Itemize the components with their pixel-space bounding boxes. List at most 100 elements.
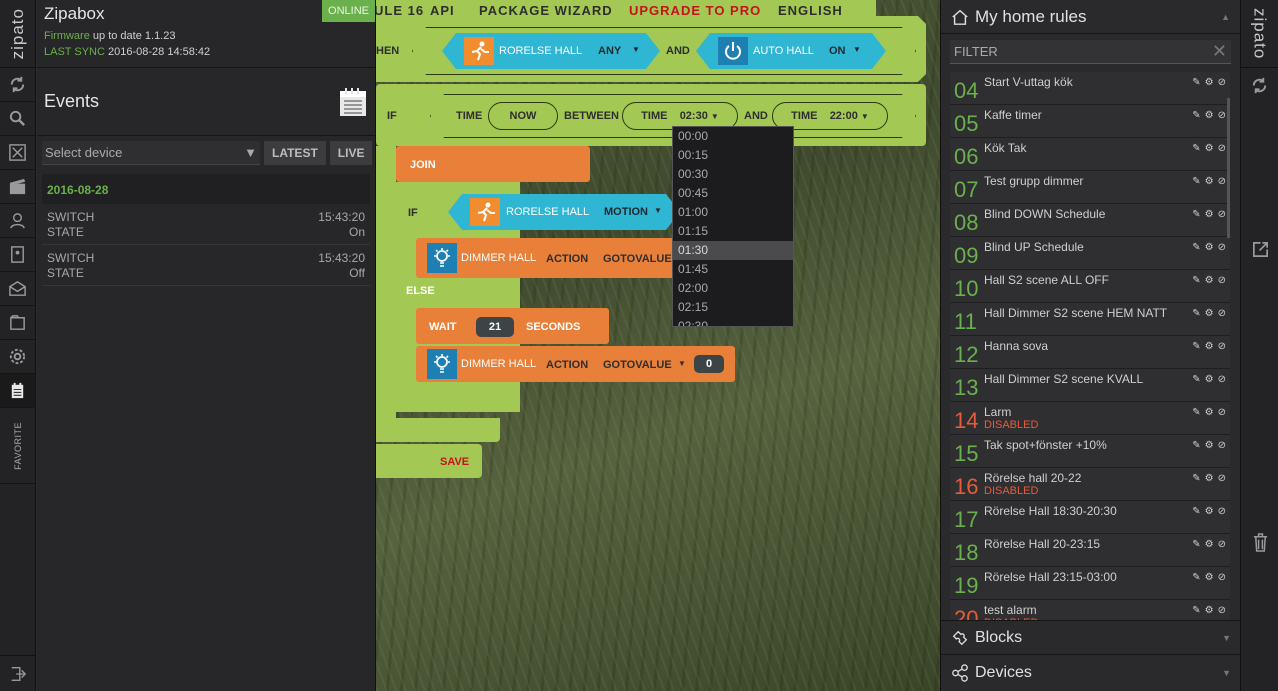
disable-icon[interactable]: ⊘	[1217, 242, 1226, 253]
time-option[interactable]: 00:30	[678, 167, 709, 181]
favorite-tab[interactable]: FAVORITE	[0, 408, 35, 484]
api-link[interactable]: API	[430, 3, 455, 18]
live-button[interactable]: LIVE	[329, 141, 373, 165]
gear-icon[interactable]: ⚙	[1204, 440, 1214, 451]
edit-icon[interactable]: ✎	[1192, 242, 1201, 253]
contacts-icon[interactable]	[0, 238, 35, 272]
logout-icon[interactable]	[0, 655, 36, 691]
gear-icon[interactable]: ⚙	[1204, 110, 1214, 121]
edit-icon[interactable]: ✎	[1192, 209, 1201, 220]
device-select[interactable]: Select device▼	[42, 141, 260, 165]
disable-icon[interactable]: ⊘	[1217, 440, 1226, 451]
disable-icon[interactable]: ⊘	[1217, 341, 1226, 352]
network-icon[interactable]	[0, 136, 35, 170]
disable-icon[interactable]: ⊘	[1217, 605, 1226, 616]
edit-icon[interactable]: ✎	[1192, 605, 1201, 616]
disable-icon[interactable]: ⊘	[1217, 143, 1226, 154]
edit-icon[interactable]: ✎	[1192, 77, 1201, 88]
save-block[interactable]	[376, 444, 482, 478]
gear-icon[interactable]: ⚙	[1204, 407, 1214, 418]
rule-workspace[interactable]: ULE 16 API PACKAGE WIZARD UPGRADE TO PRO…	[376, 0, 940, 691]
edit-icon[interactable]: ✎	[1192, 506, 1201, 517]
disable-icon[interactable]: ⊘	[1217, 506, 1226, 517]
join-block[interactable]	[396, 146, 590, 182]
time-option[interactable]: 01:00	[678, 205, 709, 219]
blocks-section[interactable]: Blocks ▼	[941, 620, 1241, 654]
time-option[interactable]: 02:30	[678, 319, 709, 327]
expand-icon[interactable]: ▼	[1222, 632, 1231, 643]
disable-icon[interactable]: ⊘	[1217, 374, 1226, 385]
sync-icon[interactable]	[1241, 68, 1278, 102]
edit-icon[interactable]: ✎	[1192, 539, 1201, 550]
gear-icon[interactable]	[0, 340, 35, 374]
time-option[interactable]: 00:15	[678, 148, 709, 162]
caret-down-icon[interactable]: ▼	[678, 359, 686, 368]
mail-icon[interactable]	[0, 272, 35, 306]
rules-header[interactable]: My home rules ▲	[941, 0, 1240, 34]
filter-input[interactable]: FILTER✕	[950, 40, 1231, 64]
gear-icon[interactable]: ⚙	[1204, 506, 1214, 517]
package-wizard-link[interactable]: PACKAGE WIZARD	[479, 3, 613, 18]
language-link[interactable]: ENGLISH	[778, 3, 843, 18]
clear-icon[interactable]: ✕	[1211, 41, 1227, 61]
gear-icon[interactable]: ⚙	[1204, 176, 1214, 187]
latest-button[interactable]: LATEST	[264, 141, 326, 165]
scenes-icon[interactable]	[0, 170, 35, 204]
gear-icon[interactable]: ⚙	[1204, 605, 1214, 616]
trash-icon[interactable]	[1241, 525, 1278, 559]
disable-icon[interactable]: ⊘	[1217, 308, 1226, 319]
time-option[interactable]: 01:45	[678, 262, 709, 276]
edit-icon[interactable]: ✎	[1192, 572, 1201, 583]
gear-icon[interactable]: ⚙	[1204, 374, 1214, 385]
disable-icon[interactable]: ⊘	[1217, 539, 1226, 550]
gear-icon[interactable]: ⚙	[1204, 572, 1214, 583]
users-icon[interactable]	[0, 204, 35, 238]
disable-icon[interactable]: ⊘	[1217, 572, 1226, 583]
if-device[interactable]: RORELSE HALL MOTION ▼	[448, 194, 680, 230]
events-nav-icon[interactable]	[0, 374, 35, 408]
time-option[interactable]: 02:15	[678, 300, 709, 314]
gear-icon[interactable]: ⚙	[1204, 275, 1214, 286]
edit-icon[interactable]: ✎	[1192, 341, 1201, 352]
goto-value-input[interactable]: 0	[694, 355, 724, 373]
when-device-2[interactable]: AUTO HALL ON ▼	[696, 33, 886, 69]
gear-icon[interactable]: ⚙	[1204, 209, 1214, 220]
edit-icon[interactable]: ✎	[1192, 275, 1201, 286]
edit-icon[interactable]: ✎	[1192, 308, 1201, 319]
devices-section[interactable]: Devices ▼	[941, 654, 1241, 691]
gear-icon[interactable]: ⚙	[1204, 143, 1214, 154]
now-pill[interactable]: NOW	[488, 102, 558, 130]
gear-icon[interactable]: ⚙	[1204, 539, 1214, 550]
edit-icon[interactable]: ✎	[1192, 176, 1201, 187]
folder-icon[interactable]	[0, 306, 35, 340]
search-icon[interactable]	[0, 102, 35, 136]
time-dropdown[interactable]: 00:00 00:15 00:30 00:45 01:00 01:15 01:3…	[672, 126, 794, 327]
upgrade-link[interactable]: UPGRADE TO PRO	[629, 3, 762, 18]
export-icon[interactable]	[1241, 232, 1278, 266]
edit-icon[interactable]: ✎	[1192, 374, 1201, 385]
gear-icon[interactable]: ⚙	[1204, 77, 1214, 88]
disable-icon[interactable]: ⊘	[1217, 176, 1226, 187]
scrollbar[interactable]	[1227, 98, 1230, 238]
time-option[interactable]: 00:45	[678, 186, 709, 200]
dimmer-action-2[interactable]	[416, 346, 735, 382]
time-option[interactable]: 01:15	[678, 224, 709, 238]
disable-icon[interactable]: ⊘	[1217, 110, 1226, 121]
when-device-1[interactable]: RORELSE HALL ANY ▼	[442, 33, 660, 69]
disable-icon[interactable]: ⊘	[1217, 275, 1226, 286]
time-option[interactable]: 02:00	[678, 281, 709, 295]
